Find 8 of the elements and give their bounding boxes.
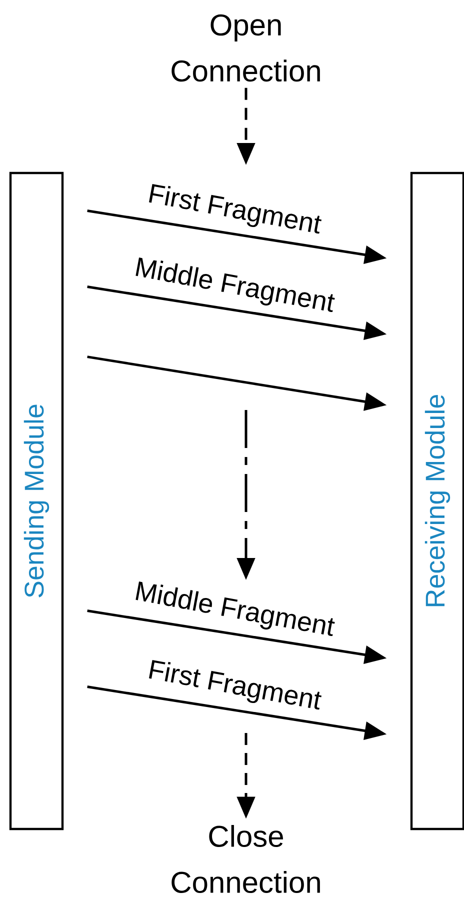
edge-label: Middle Fragment (131, 254, 338, 319)
module-box: Receiving Module (410, 172, 464, 830)
module-box: Sending Module (9, 172, 64, 830)
edge-label: Middle Fragment (131, 578, 338, 643)
connection-label: Close Connection (172, 824, 320, 894)
edge-label: First Fragment (144, 657, 324, 716)
edge-label: First Fragment (144, 181, 324, 240)
connection-label: Open Connection (172, 14, 320, 82)
